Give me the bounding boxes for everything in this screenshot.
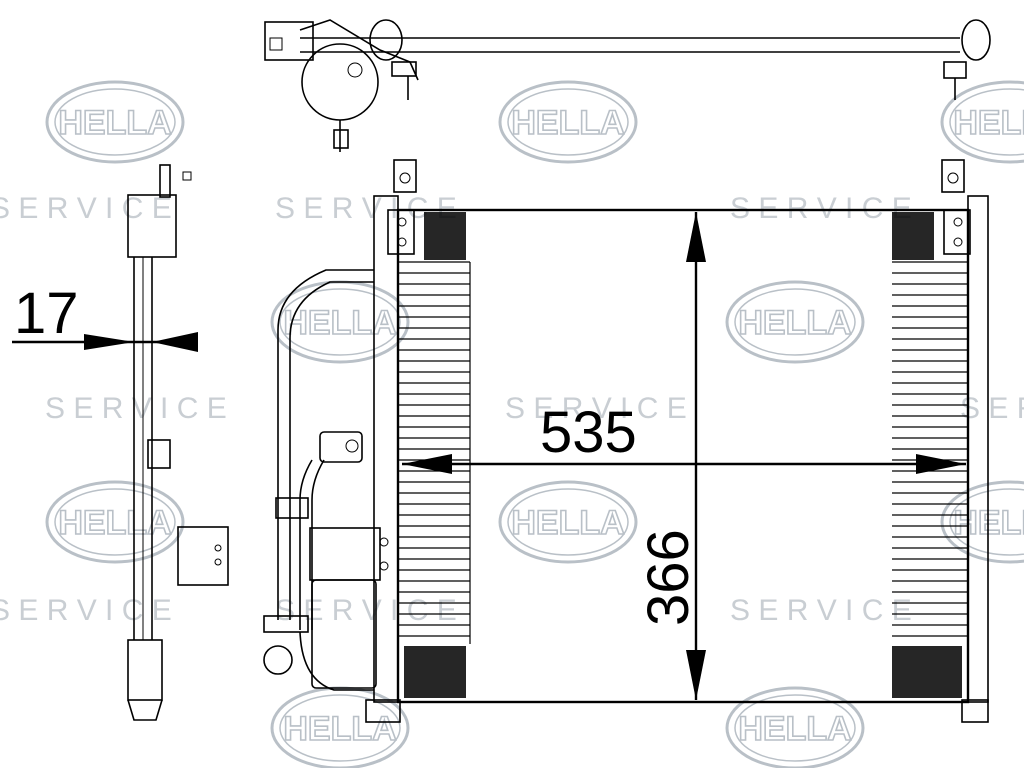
mount-pin-hole <box>399 172 411 184</box>
top-bottom-fitting <box>333 129 349 149</box>
hella-logo-text: HELLA <box>58 104 171 142</box>
left-header-bracket <box>387 209 415 255</box>
side-top-bolt <box>159 164 171 198</box>
hella-logo-text: HELLA <box>511 104 624 142</box>
width-dimension-label: 535 <box>540 400 637 465</box>
right-header-tank <box>967 195 989 703</box>
pipe-bottom-fitting <box>263 615 309 633</box>
service-watermark: S E R V I C E <box>45 392 227 425</box>
mount-pin-top-right <box>941 159 965 193</box>
hella-logo-text: HELLA <box>283 710 396 748</box>
service-watermark-row-3: S E R V I C E S E R V I C E S E R V I C … <box>0 594 912 627</box>
service-watermark: S E R V I C E <box>960 392 1024 425</box>
receiver-drier-bracket <box>309 527 381 581</box>
outlet-pipe-inner <box>311 459 325 630</box>
pipe-block-port <box>345 439 359 453</box>
top-flange-left <box>369 19 403 61</box>
height-arrow-bottom <box>686 650 706 700</box>
mount-pin-top-left <box>393 159 417 193</box>
fins-right <box>892 261 969 644</box>
side-receiver-screw <box>214 558 222 566</box>
top-view <box>264 19 991 152</box>
inlet-pipe-inner <box>289 281 374 620</box>
side-pipe-fitting <box>147 439 171 469</box>
hella-logo: HELLA <box>725 686 865 768</box>
hella-logo: HELLA <box>45 480 185 564</box>
height-arrow-top <box>686 212 706 262</box>
receiver-bolt <box>379 537 389 547</box>
thickness-arrow-right <box>152 332 198 352</box>
hella-logo-text: HELLA <box>511 504 624 542</box>
side-receiver-body <box>177 526 229 586</box>
fin-dense-bottom-left <box>404 646 466 698</box>
receiver-bolt <box>379 561 389 571</box>
right-header-bracket <box>943 209 971 255</box>
receiver-drier <box>311 579 377 689</box>
top-pipe-bend <box>299 19 419 81</box>
fin-dense-top-left <box>424 212 466 260</box>
top-mount-left <box>391 61 417 77</box>
service-watermark: S E R V I C E <box>275 594 457 627</box>
service-watermark: S E R V I C E <box>730 192 912 225</box>
mount-pin-hole <box>947 172 959 184</box>
side-receiver-screw <box>214 544 222 552</box>
hella-logo: HELLA <box>498 80 638 164</box>
thickness-arrow-left <box>84 334 134 350</box>
hella-logo: HELLA <box>270 686 410 768</box>
top-left-bracket <box>264 21 314 61</box>
header-bolt <box>953 217 963 227</box>
service-watermark: S E R V I C E <box>505 392 687 425</box>
thickness-dimension-label: 17 <box>14 281 79 346</box>
outlet-pipe-outer <box>299 459 313 630</box>
hella-logo: HELLA <box>940 480 1024 564</box>
pipe-block-fitting <box>319 431 363 463</box>
hella-logo-text: HELLA <box>738 304 851 342</box>
hella-logo-text: HELLA <box>283 304 396 342</box>
hella-logo-text: HELLA <box>953 104 1024 142</box>
hella-logo-text: HELLA <box>738 710 851 748</box>
side-view: 17 <box>12 164 229 721</box>
hella-logo: HELLA <box>940 80 1024 164</box>
inlet-pipe-outer <box>277 269 374 620</box>
side-bottom-bracket <box>127 639 163 701</box>
width-arrow-left <box>402 454 452 474</box>
top-mount-right <box>943 61 967 79</box>
service-watermark: S E R V I C E <box>730 594 912 627</box>
watermark-layer: S E R V I C E S E R V I C E S E R V I C … <box>0 80 1024 768</box>
hella-logo-text: HELLA <box>58 504 171 542</box>
side-bottom-foot <box>127 699 163 721</box>
top-left-bolt <box>269 37 283 51</box>
hella-logo: HELLA <box>45 80 185 164</box>
front-view: 535 366 <box>263 159 989 723</box>
service-watermark-row-1: S E R V I C E S E R V I C E S E R V I C … <box>0 192 912 225</box>
fin-dense-top-right <box>892 212 934 260</box>
top-flange-right <box>961 19 991 61</box>
side-top-nut <box>182 171 192 181</box>
service-watermark: S E R V I C E <box>0 192 172 225</box>
receiver-drier-port <box>347 62 363 78</box>
header-bolt <box>397 237 407 247</box>
service-watermark-row-2: S E R V I C E S E R V I C E S E R V I C … <box>45 392 1024 425</box>
bottom-foot-left <box>365 699 401 723</box>
fin-dense-bottom-right <box>892 646 962 698</box>
pipe-bottom-return <box>299 631 374 691</box>
fins-left <box>398 261 471 644</box>
hella-logo: HELLA <box>725 280 865 364</box>
header-bolt <box>953 237 963 247</box>
pipe-bottom-flange <box>263 645 293 675</box>
header-bolt <box>397 217 407 227</box>
hella-logo: HELLA <box>498 480 638 564</box>
receiver-drier-top <box>301 43 379 121</box>
width-arrow-right <box>916 454 966 474</box>
bottom-foot-right <box>961 699 989 723</box>
height-dimension-label: 366 <box>636 529 701 626</box>
condenser-core <box>396 208 970 704</box>
service-watermark: S E R V I C E <box>0 594 172 627</box>
pipe-clamp <box>275 497 309 519</box>
